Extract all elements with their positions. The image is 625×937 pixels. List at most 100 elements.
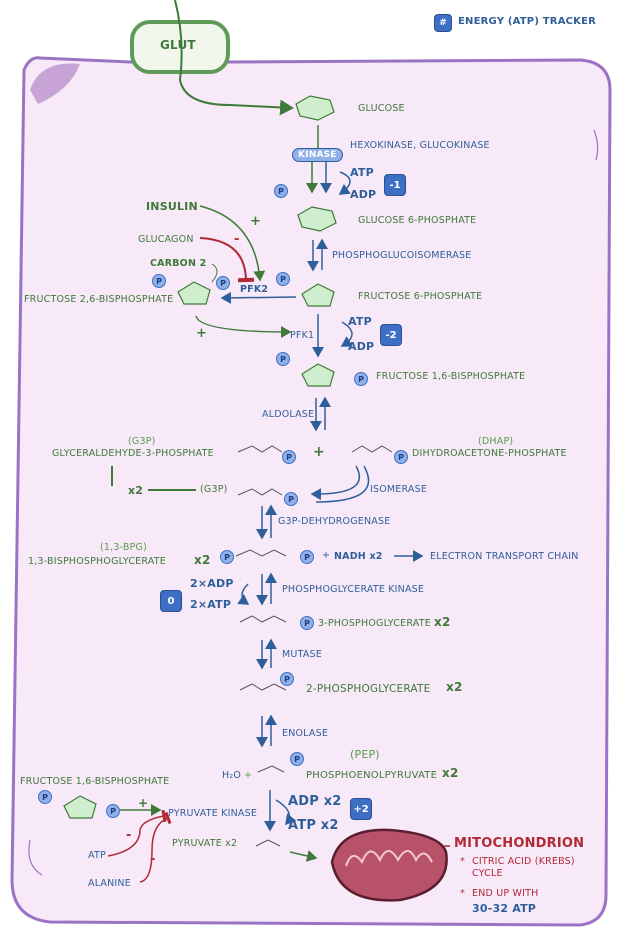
pfk2-label: PFK2: [240, 284, 269, 295]
phosphate-bpg-b: P: [300, 550, 314, 564]
f16bp-left-plus: +: [138, 796, 149, 810]
arrow-f6p-to-f26bp: [220, 291, 297, 304]
arrow-atp-inhibit: [107, 809, 167, 857]
atp-label-1: ATP: [350, 166, 374, 179]
g6p-ring: [297, 206, 337, 232]
phosphate-f16bp-b: P: [354, 372, 368, 386]
two-adp-label: 2×ADP: [190, 577, 234, 590]
arrow-pyruvate-mito: [289, 850, 318, 862]
hexokinase-label: HEXOKINASE, GLUCOKINASE: [350, 140, 490, 151]
plus-sign: +: [313, 444, 325, 460]
bpg-x2: x2: [194, 553, 211, 567]
mito-item-1: CITRIC ACID (KREBS) CYCLE: [472, 856, 575, 879]
tracker-badge: #: [434, 14, 452, 32]
arrow-adp-atp: [237, 583, 250, 605]
adp-label-2: ADP: [348, 340, 375, 353]
arrow-isomerase-1: [310, 465, 361, 501]
phosphate-left-b: P: [106, 804, 120, 818]
f26bp-ring: [177, 281, 211, 305]
arrow-f26bp-to-pfk1: [195, 315, 292, 338]
phosphate-g6p: P: [274, 184, 288, 198]
tracker-label: ENERGY (ATP) TRACKER: [458, 16, 597, 27]
phosphate-left-a: P: [38, 790, 52, 804]
g3p-abbr-2: (G3P): [200, 484, 228, 495]
f26bp-label: FRUCTOSE 2,6-BISPHOSPHATE: [24, 294, 174, 305]
mito-item-2: END UP WITH: [472, 888, 539, 899]
pg2-label: 2-PHOSPHOGLYCERATE: [306, 683, 431, 695]
pyruvate-kinase-label: PYRUVATE KINASE: [168, 808, 258, 819]
g3p-x2: x2: [128, 484, 144, 497]
atp-change-badge-1: -1: [384, 174, 406, 196]
phosphate-f6p: P: [276, 272, 290, 286]
pyruvate-structure: [255, 839, 281, 847]
glucose-entry-path: [174, 0, 294, 116]
atp-label-2: ATP: [348, 315, 372, 328]
phosphate-pg3: P: [300, 616, 314, 630]
mito-title: MITOCHONDRION: [454, 836, 585, 851]
dhap-name: DIHYDROACETONE-PHOSPHATE: [412, 448, 567, 459]
bpg-name: 1,3-BISPHOSPHOGLYCERATE: [28, 556, 166, 567]
pk-inhibit-minus-1: -: [126, 828, 132, 843]
pk-inhibit-minus-2: -: [150, 852, 156, 867]
g3p-2-structure: [237, 488, 283, 496]
glucagon-label: GLUCAGON: [138, 234, 194, 245]
pep-structure: [257, 765, 285, 773]
h2o-label: H₂O: [222, 770, 242, 781]
carbon2-pointer: [211, 263, 218, 283]
g3p-abbr: (G3P): [128, 436, 156, 447]
atp-inhibitor-label: ATP: [88, 850, 106, 861]
pep-x2: x2: [442, 766, 459, 780]
adp-label-1: ADP: [350, 188, 377, 201]
pg3-structure: [239, 615, 287, 623]
plus-nadh: +: [322, 550, 331, 561]
arrow-insulin: [199, 205, 266, 282]
pfk1-label: PFK1: [290, 330, 315, 341]
etc-label: ELECTRON TRANSPORT CHAIN: [430, 551, 579, 562]
phosphate-g3p: P: [282, 450, 296, 464]
f16bp-left-label: FRUCTOSE 1,6-BISPHOSPHATE: [20, 776, 170, 787]
glut-label: GLUT: [160, 38, 196, 52]
bpg-structure: [235, 549, 287, 557]
g6p-label: GLUCOSE 6-PHOSPHATE: [358, 215, 477, 226]
arrow-adp-atp-pk: [275, 799, 297, 826]
insulin-label: INSULIN: [146, 200, 198, 213]
mito-atp-count: 30-32 ATP: [472, 902, 537, 915]
arrow-glucagon: [199, 237, 255, 283]
mitochondrion-cristae: [345, 850, 433, 867]
atp-change-badge-4: +2: [350, 798, 372, 820]
nadh-label: NADH x2: [334, 551, 383, 562]
phosphate-f16bp-a: P: [276, 352, 290, 366]
dhap-structure: [351, 445, 393, 453]
glucose-label: GLUCOSE: [358, 103, 405, 114]
mito-bullet-2: *: [460, 888, 465, 899]
phosphate-pep: P: [290, 752, 304, 766]
f26bp-plus: +: [196, 326, 208, 341]
phosphate-dhap: P: [394, 450, 408, 464]
pg2-structure: [239, 683, 287, 691]
g3pdh-label: G3P-DEHYDROGENASE: [278, 516, 391, 527]
g3p-name: GLYCERALDEHYDE-3-PHOSPHATE: [52, 448, 214, 459]
cell-highlight: [30, 63, 80, 104]
two-atp-label: 2×ATP: [190, 598, 232, 611]
phosphate-bpg-a: P: [220, 550, 234, 564]
atp-change-badge-2: -2: [380, 324, 402, 346]
mutase-label: MUTASE: [282, 649, 322, 660]
phosphate-pg2: P: [280, 672, 294, 686]
f6p-ring: [301, 283, 335, 307]
phosphate-f26bp-b: P: [216, 276, 230, 290]
arrow-atp-adp-2: [340, 321, 353, 347]
f16bp-ring: [301, 363, 335, 387]
glucose-ring: [295, 95, 335, 121]
glucagon-minus: -: [234, 232, 240, 247]
h2o-plus: +: [244, 770, 253, 781]
f6p-label: FRUCTOSE 6-PHOSPHATE: [358, 291, 483, 302]
arrow-atp-adp-1: [338, 171, 351, 195]
f16bp-left-ring: [63, 795, 97, 819]
arrow-alanine-inhibit: [139, 811, 172, 883]
cell-curve-left: [28, 839, 43, 876]
pep-abbr: (PEP): [350, 748, 380, 761]
pgi-label: PHOSPHOGLUCOISOMERASE: [332, 250, 472, 261]
pg3-label: 3-PHOSPHOGLYCERATE: [318, 618, 431, 629]
carbon2-label: CARBON 2: [150, 258, 207, 269]
